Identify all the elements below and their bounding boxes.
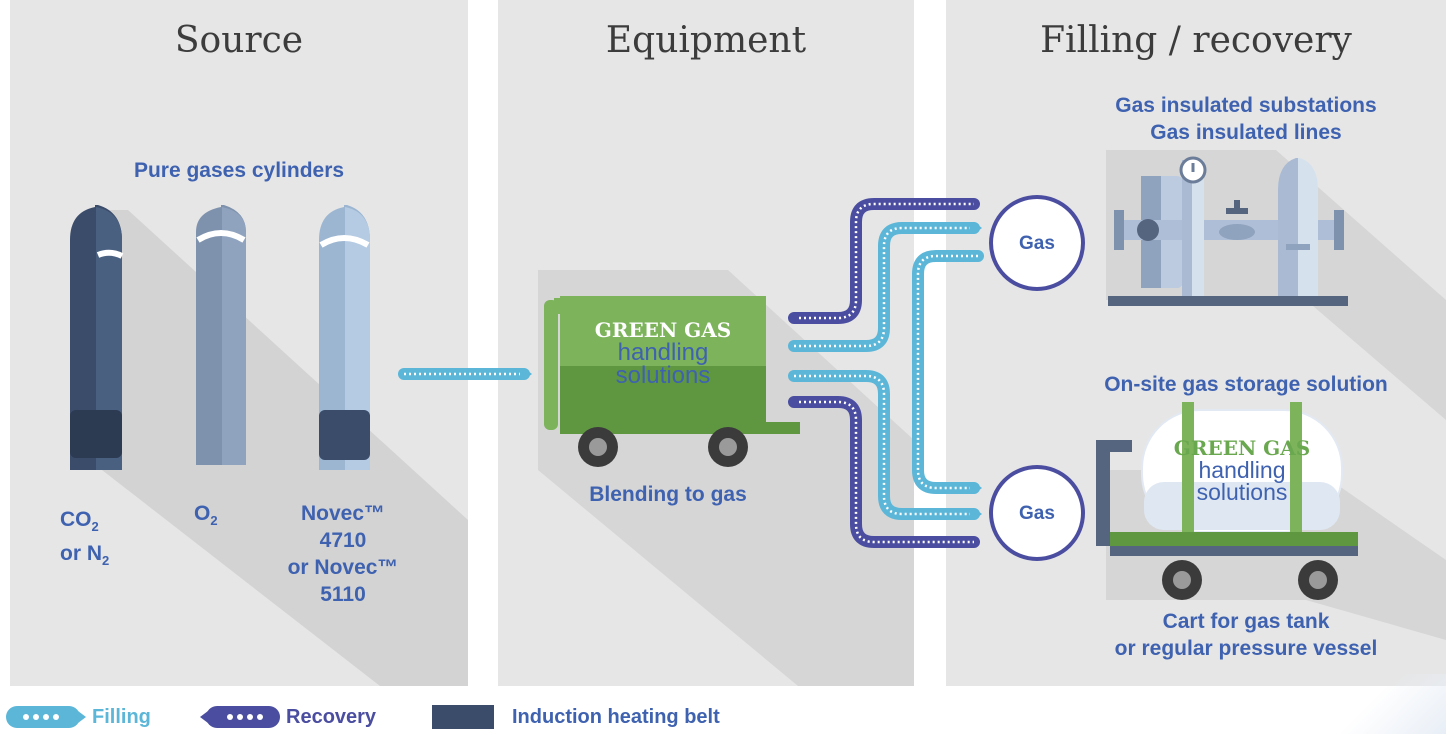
- cylinder2-label: O2: [194, 502, 218, 529]
- source-heading: Pure gases cylinders: [133, 159, 345, 182]
- cylinder-co2: [70, 205, 124, 470]
- cart-logo: GREEN GAS handling solutions: [1173, 436, 1311, 505]
- legend-filling-label: Filling: [92, 705, 151, 728]
- equipment-panel: Equipment GREEN GAS handling solutions B…: [498, 0, 914, 686]
- cylinders: [70, 205, 370, 470]
- corner-gradient: [1326, 674, 1446, 734]
- cylinder3-label: Novec™ 4710 or Novec™ 5110: [287, 502, 399, 606]
- recovery-swatch-icon: [200, 706, 280, 728]
- filling-title: Filling / recovery: [1040, 20, 1352, 61]
- storage-heading: On-site gas storage solution: [1104, 373, 1388, 396]
- heating-belt-swatch-icon: [432, 705, 494, 729]
- heating-belt-1: [70, 410, 122, 458]
- legend-heating: Induction heating belt: [432, 704, 720, 730]
- cylinder-novec: [319, 205, 370, 470]
- source-shadows: [102, 210, 468, 686]
- blending-unit: [544, 296, 800, 467]
- cylinder-o2: [196, 205, 246, 465]
- gas-label-bottom: Gas: [1019, 503, 1055, 524]
- equipment-logo: GREEN GAS handling solutions: [594, 318, 732, 389]
- legend-filling: Filling: [4, 704, 151, 730]
- filling-swatch-icon: [6, 706, 86, 728]
- substation-illustration: [1108, 156, 1348, 306]
- equipment-title: Equipment: [605, 20, 807, 61]
- gas-label-top: Gas: [1019, 233, 1055, 254]
- cart-illustration: [1096, 402, 1358, 600]
- source-title: Source: [174, 20, 304, 61]
- top-heading: Gas insulated substations Gas insulated …: [1115, 94, 1377, 144]
- filling-panel: Filling / recovery Gas insulated substat…: [946, 0, 1446, 686]
- legend-recovery: Recovery: [198, 704, 376, 730]
- source-panel: Source Pure gases cylinders CO2 or N2 O2: [10, 0, 468, 686]
- legend-heating-label: Induction heating belt: [512, 705, 720, 728]
- legend-recovery-label: Recovery: [286, 705, 377, 728]
- cart-caption: Cart for gas tank or regular pressure ve…: [1114, 610, 1378, 660]
- equipment-caption: Blending to gas: [589, 483, 747, 506]
- heating-belt-3: [319, 410, 370, 460]
- cylinder1-label: CO2 or N2: [60, 508, 110, 569]
